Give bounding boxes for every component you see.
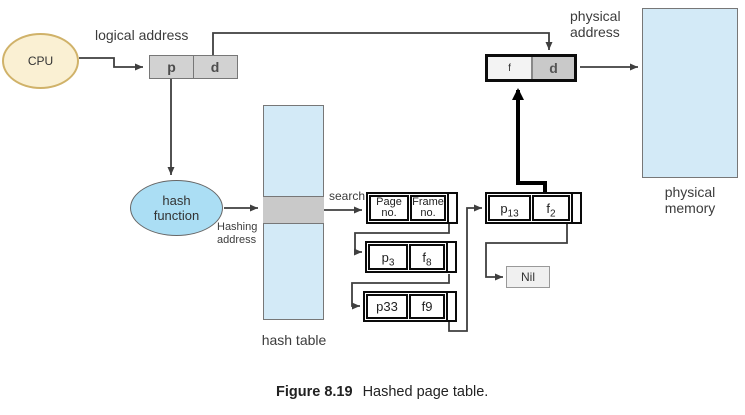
node-p3-frame-cell: f8 — [409, 244, 445, 270]
node-p33-pointer-cell — [446, 293, 455, 320]
physical-address-box: f d — [485, 54, 577, 82]
hashing-address-line2: address — [217, 234, 257, 246]
node-p3-page-cell: p3 — [368, 244, 408, 270]
logical-address-label: logical address — [95, 27, 189, 43]
physical-address-line2: address — [570, 24, 620, 40]
physical-memory-line2: memory — [664, 200, 716, 216]
header-frame-cell: Frame no. — [410, 195, 446, 221]
physical-memory-line1: physical — [664, 184, 716, 200]
hash-function-node: hash function — [130, 180, 223, 236]
hash-table-slot — [263, 196, 324, 224]
header-page-cell: Page no. — [369, 195, 409, 221]
page-no-line2: no. — [381, 207, 397, 219]
hash-table-label: hash table — [261, 332, 327, 348]
node-p13-frame-cell: f2 — [532, 195, 570, 221]
physical-address-f-cell: f — [488, 57, 533, 79]
hashing-address-line1: Hashing — [217, 221, 258, 233]
physical-memory-label: physical memory — [642, 184, 738, 216]
frame-no-line1: Frame — [412, 196, 444, 208]
arrow-d-to-physical-d — [212, 32, 553, 55]
header-node: Page no. Frame no. — [366, 192, 458, 224]
logical-address-p-cell: p — [149, 55, 194, 79]
cpu-label: CPU — [27, 54, 54, 68]
list-node-p33: p33 f9 — [363, 291, 457, 322]
p-field-label: p — [167, 59, 176, 75]
logical-address-box: p d — [149, 55, 238, 79]
nil-node: Nil — [506, 266, 550, 288]
figure-title: Hashed page table. — [362, 384, 489, 400]
node-p33-page-cell: p33 — [366, 294, 408, 319]
hash-function-line2: function — [153, 208, 200, 223]
d-field-label-2: d — [549, 60, 558, 76]
arrow-frame-to-f-field — [512, 88, 547, 192]
d-field-label: d — [210, 59, 220, 75]
figure-number: Figure 8.19 — [276, 384, 353, 400]
cpu-node: CPU — [2, 33, 79, 89]
page-no-line1: Page — [376, 196, 402, 208]
node-p13-page-cell: p13 — [488, 195, 531, 221]
list-node-p3: p3 f8 — [365, 241, 457, 273]
header-pointer-cell — [447, 194, 456, 222]
node-p33-frame-cell: f9 — [409, 294, 445, 319]
hashing-address-label: Hashing address — [217, 221, 257, 247]
node-p13-pointer-cell — [571, 194, 580, 222]
f-field-label: f — [508, 62, 511, 74]
arrow-cpu-to-logical-address — [79, 57, 143, 71]
hash-function-line1: hash — [162, 193, 191, 208]
nil-label: Nil — [521, 270, 535, 284]
physical-address-label: physical address — [570, 8, 621, 40]
frame-no-line2: no. — [420, 207, 436, 219]
search-label: search — [329, 189, 366, 203]
physical-address-line1: physical — [570, 8, 621, 24]
figure-caption: Figure 8.19 Hashed page table. — [276, 384, 488, 400]
physical-memory-box — [642, 8, 738, 178]
physical-address-d-cell: d — [533, 57, 574, 79]
node-p3-pointer-cell — [446, 243, 455, 271]
list-node-p13: p13 f2 — [485, 192, 582, 224]
logical-address-d-cell: d — [192, 55, 238, 79]
